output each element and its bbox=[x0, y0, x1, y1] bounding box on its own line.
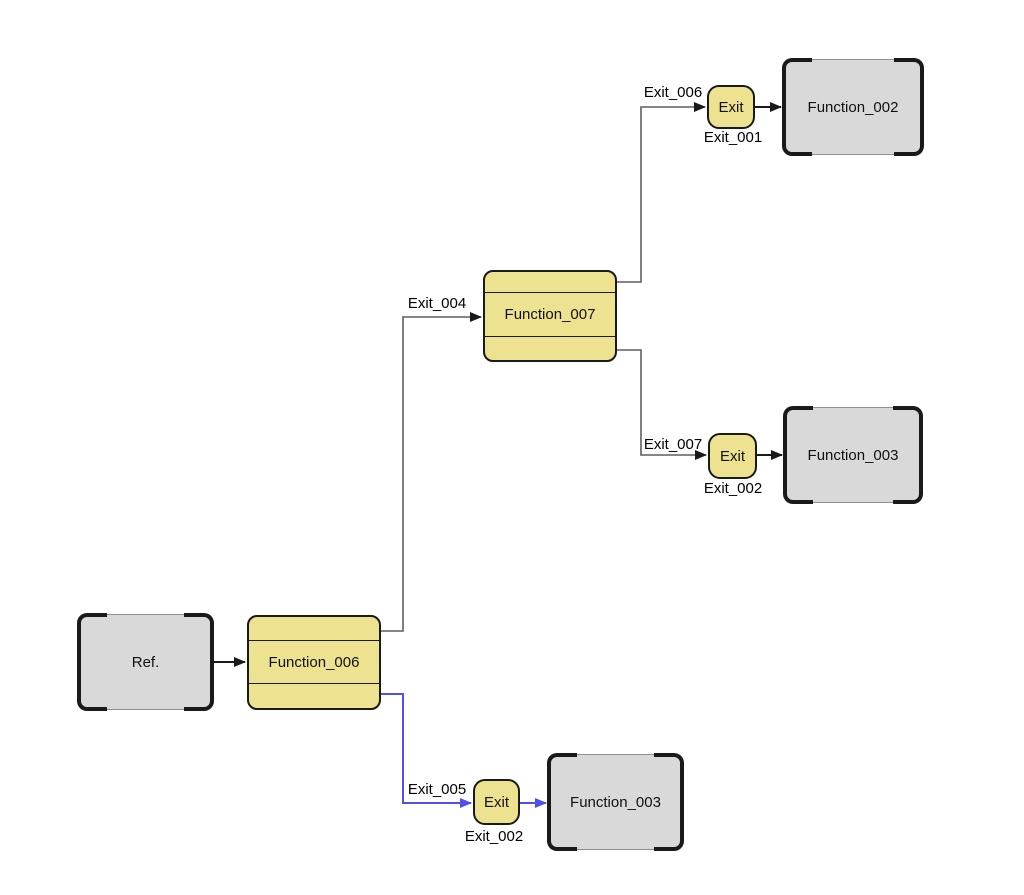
connector-exit-006[interactable] bbox=[617, 102, 706, 283]
node-function-006[interactable]: Function_006 bbox=[247, 615, 381, 710]
corner-bracket-right-icon bbox=[894, 58, 924, 156]
node-exit-bottom[interactable]: Exit bbox=[473, 779, 520, 825]
corner-bracket-left-icon bbox=[77, 613, 107, 711]
connector-exit-007[interactable] bbox=[617, 349, 707, 460]
node-exit-top[interactable]: Exit bbox=[707, 85, 755, 129]
node-label: Function_007 bbox=[504, 306, 596, 323]
function-name-compartment: Function_007 bbox=[485, 292, 615, 337]
node-label: Function_003 bbox=[807, 446, 899, 464]
edge-label-exit-007[interactable]: Exit_007 bbox=[643, 436, 703, 453]
node-label: Ref. bbox=[131, 653, 160, 671]
function-bottom-compartment bbox=[485, 337, 615, 360]
edge-label-exit-005[interactable]: Exit_005 bbox=[407, 781, 467, 798]
function-top-compartment bbox=[249, 617, 379, 640]
node-label: Exit bbox=[718, 98, 744, 116]
exit-bottom-caption: Exit_002 bbox=[464, 828, 524, 845]
edge-label-exit-006[interactable]: Exit_006 bbox=[643, 84, 703, 101]
node-exit-middle[interactable]: Exit bbox=[708, 433, 757, 479]
connector-exit-005[interactable] bbox=[381, 693, 472, 808]
node-label: Exit bbox=[719, 447, 745, 465]
function-top-compartment bbox=[485, 272, 615, 292]
node-label: Exit bbox=[483, 793, 509, 811]
exit-top-caption: Exit_001 bbox=[703, 129, 763, 146]
node-label: Function_003 bbox=[570, 793, 661, 811]
connector-exit-004[interactable] bbox=[381, 312, 482, 632]
node-function-003-upper[interactable]: Function_003 bbox=[783, 406, 923, 504]
corner-bracket-right-icon bbox=[184, 613, 214, 711]
edge-label-exit-004[interactable]: Exit_004 bbox=[407, 295, 467, 312]
node-label: Function_002 bbox=[807, 98, 899, 116]
node-function-002[interactable]: Function_002 bbox=[782, 58, 924, 156]
node-function-003-lower[interactable]: Function_003 bbox=[547, 753, 684, 851]
node-label: Function_006 bbox=[268, 653, 360, 671]
exit-middle-caption: Exit_002 bbox=[703, 480, 763, 497]
function-bottom-compartment bbox=[249, 684, 379, 708]
node-ref[interactable]: Ref. bbox=[77, 613, 214, 711]
function-name-compartment: Function_006 bbox=[249, 640, 379, 684]
node-function-007[interactable]: Function_007 bbox=[483, 270, 617, 362]
